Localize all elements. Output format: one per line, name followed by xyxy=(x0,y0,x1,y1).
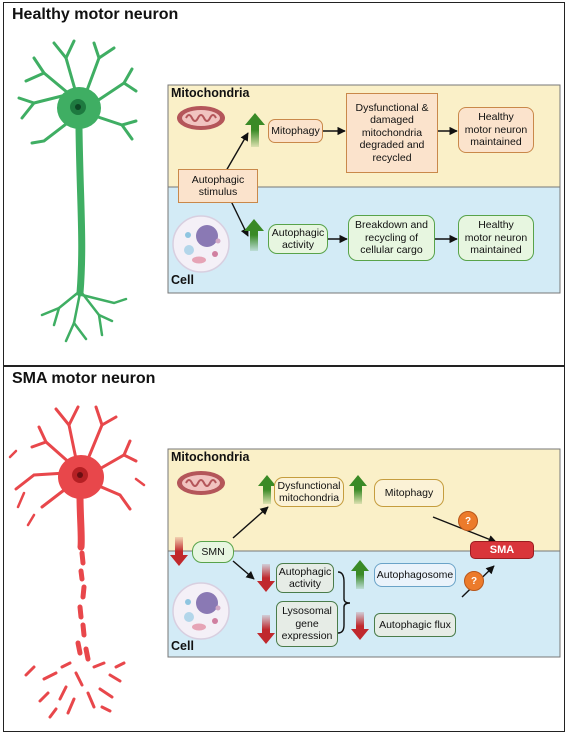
arrow-smn-to-activity xyxy=(232,560,255,580)
sma-panel-graphics xyxy=(8,405,561,719)
question-icon: ? xyxy=(458,511,478,531)
sma-neuron-body xyxy=(58,455,104,499)
autophagosome-box: Autophagosome xyxy=(374,563,456,587)
sma-cell-label: Cell xyxy=(171,639,194,653)
autophagic-flux-box: Autophagic flux xyxy=(374,613,456,637)
up-arrow-icon xyxy=(351,560,369,589)
up-arrow-icon xyxy=(244,219,264,251)
up-arrow-icon xyxy=(258,475,276,504)
down-arrow-icon xyxy=(257,564,275,592)
mitochondrion-icon xyxy=(177,106,225,130)
arrow-stimulus-to-mitophagy xyxy=(225,132,249,172)
up-arrow-icon xyxy=(349,475,367,504)
question-icon: ? xyxy=(464,571,484,591)
healthy-neuron-icon xyxy=(17,39,138,343)
sma-mito-label: Mitochondria xyxy=(171,450,250,464)
healthy-panel-graphics xyxy=(17,39,561,343)
arrow-smn-to-dysfunctional xyxy=(232,506,269,539)
up-arrow-icon xyxy=(245,113,265,147)
sma-box: SMA xyxy=(470,541,534,559)
mitochondrion-icon xyxy=(177,471,225,495)
down-arrow-icon xyxy=(170,537,188,566)
cell-icon xyxy=(172,215,230,273)
healthy-mito-label: Mitochondria xyxy=(171,86,250,100)
mitophagy-box: Mitophagy xyxy=(268,119,323,143)
healthy-cell-label: Cell xyxy=(171,273,194,287)
bracket xyxy=(337,571,351,634)
down-arrow-icon xyxy=(351,612,369,640)
sma-panel: SMA motor neuron xyxy=(3,366,565,732)
sma-neuron-icon xyxy=(8,405,146,719)
down-arrow-icon xyxy=(257,615,275,644)
sma-panel-title: SMA motor neuron xyxy=(12,370,156,387)
sma-mitophagy-box: Mitophagy xyxy=(374,479,444,507)
smn-box: SMN xyxy=(192,541,234,563)
healthy-panel: Healthy motor neuron xyxy=(3,2,565,366)
cell-icon xyxy=(172,582,230,640)
healthy-panel-title: Healthy motor neuron xyxy=(12,6,179,23)
healthy-neuron-body xyxy=(57,87,101,129)
sma-mito-region xyxy=(167,448,561,552)
